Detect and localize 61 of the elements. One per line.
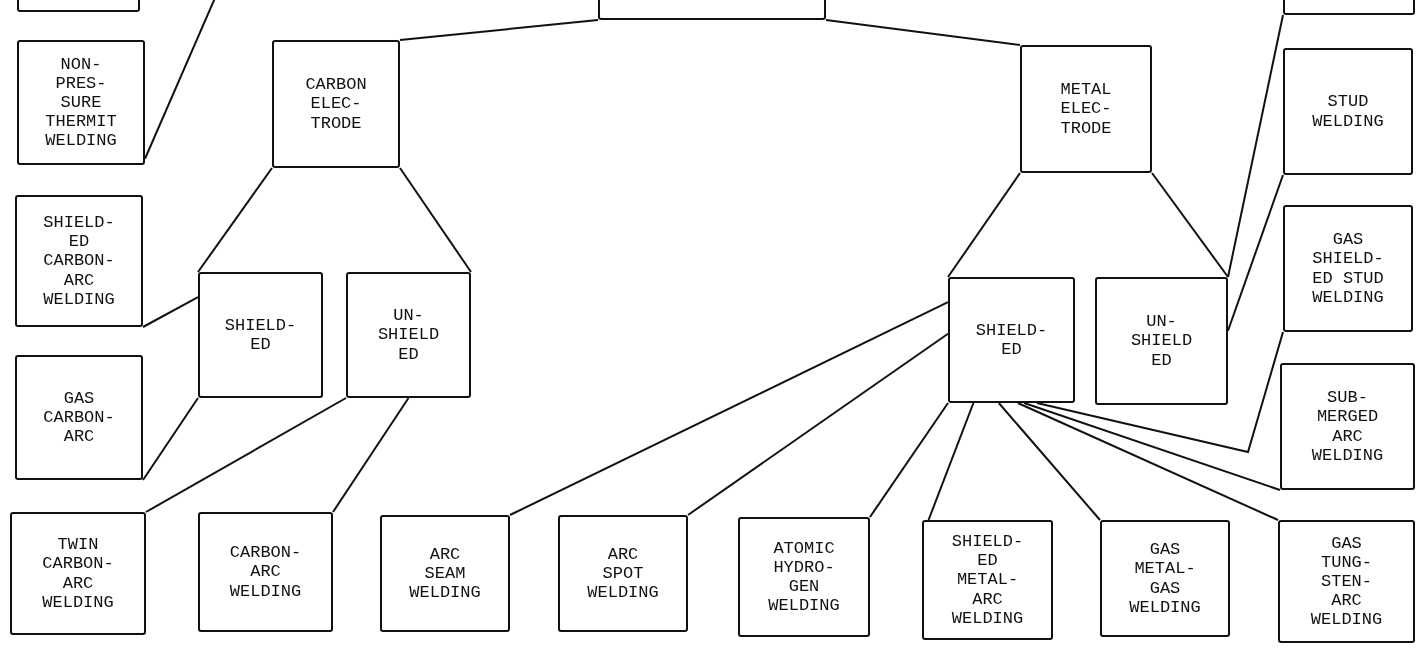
process-box <box>15 355 143 480</box>
process-box <box>272 40 400 168</box>
process-box <box>1280 363 1415 490</box>
box-label: GAS CARBON- ARC <box>43 388 115 447</box>
connector-line <box>144 0 216 160</box>
connector-line <box>145 397 347 513</box>
connector-line <box>947 172 1021 278</box>
process-box <box>1283 48 1413 175</box>
box-label: SHIELD- ED <box>975 320 1048 360</box>
connector-line <box>142 296 199 328</box>
process-box <box>1095 277 1228 405</box>
box-label: GAS TUNG- STEN- ARC WELDING <box>1310 533 1383 630</box>
box-label: SHIELD- ED METAL- ARC WELDING <box>951 532 1024 628</box>
process-box <box>10 512 146 635</box>
box-label: METAL ELEC- TRODE <box>1060 80 1112 138</box>
connector-line <box>399 19 599 41</box>
connector-line <box>1151 172 1229 278</box>
process-box <box>198 512 333 632</box>
connector-line <box>687 332 949 516</box>
box-label: GAS METAL- GAS WELDING <box>1129 540 1201 617</box>
process-box <box>346 272 471 398</box>
box-label: ATOMIC HYDRO- GEN WELDING <box>768 538 840 616</box>
process-box <box>1100 520 1230 637</box>
connector-line <box>399 167 472 273</box>
connector-line <box>927 402 975 521</box>
connector-line <box>825 19 1021 46</box>
connector-line <box>197 167 273 273</box>
process-box <box>738 517 870 637</box>
process-box <box>380 515 510 632</box>
box-label: GAS SHIELD- ED STUD WELDING <box>1312 230 1384 307</box>
box-label: SUB- MERGED ARC WELDING <box>1311 388 1384 465</box>
box-label: UN- SHIELD ED <box>1130 312 1193 370</box>
process-box <box>1278 520 1415 643</box>
box-label: ARC SPOT WELDING <box>587 544 659 603</box>
process-box <box>1283 205 1413 332</box>
connector-line <box>997 402 1101 521</box>
connector-line <box>1035 331 1284 454</box>
box-label: ARC SEAM WELDING <box>409 544 481 603</box>
box-label: NON- PRES- SURE THERMIT WELDING <box>45 54 117 151</box>
process-box <box>948 277 1075 403</box>
process-box <box>1020 45 1152 173</box>
box-label: CARBON ELEC- TRODE <box>305 75 367 133</box>
process-box <box>17 40 145 165</box>
connector-line <box>142 397 199 481</box>
process-box <box>922 520 1053 640</box>
connector-line <box>869 402 949 518</box>
box-label: SHIELD- ED CARBON- ARC WELDING <box>43 213 115 309</box>
process-box <box>558 515 688 632</box>
connector-line <box>1016 402 1279 521</box>
box-label: SHIELD- ED <box>224 315 297 355</box>
connector-line <box>1227 14 1284 278</box>
box-label: STUD WELDING <box>1312 92 1384 131</box>
connector-line <box>1227 174 1284 332</box>
process-box <box>15 195 143 327</box>
box-label: CARBON- ARC WELDING <box>229 543 302 601</box>
connector-line <box>509 301 949 516</box>
connector-line <box>332 397 410 513</box>
box-label: TWIN CARBON- ARC WELDING <box>42 535 114 612</box>
process-box <box>198 272 323 398</box>
connector-line <box>1023 402 1281 491</box>
box-label: UN- SHIELD ED <box>377 306 440 364</box>
